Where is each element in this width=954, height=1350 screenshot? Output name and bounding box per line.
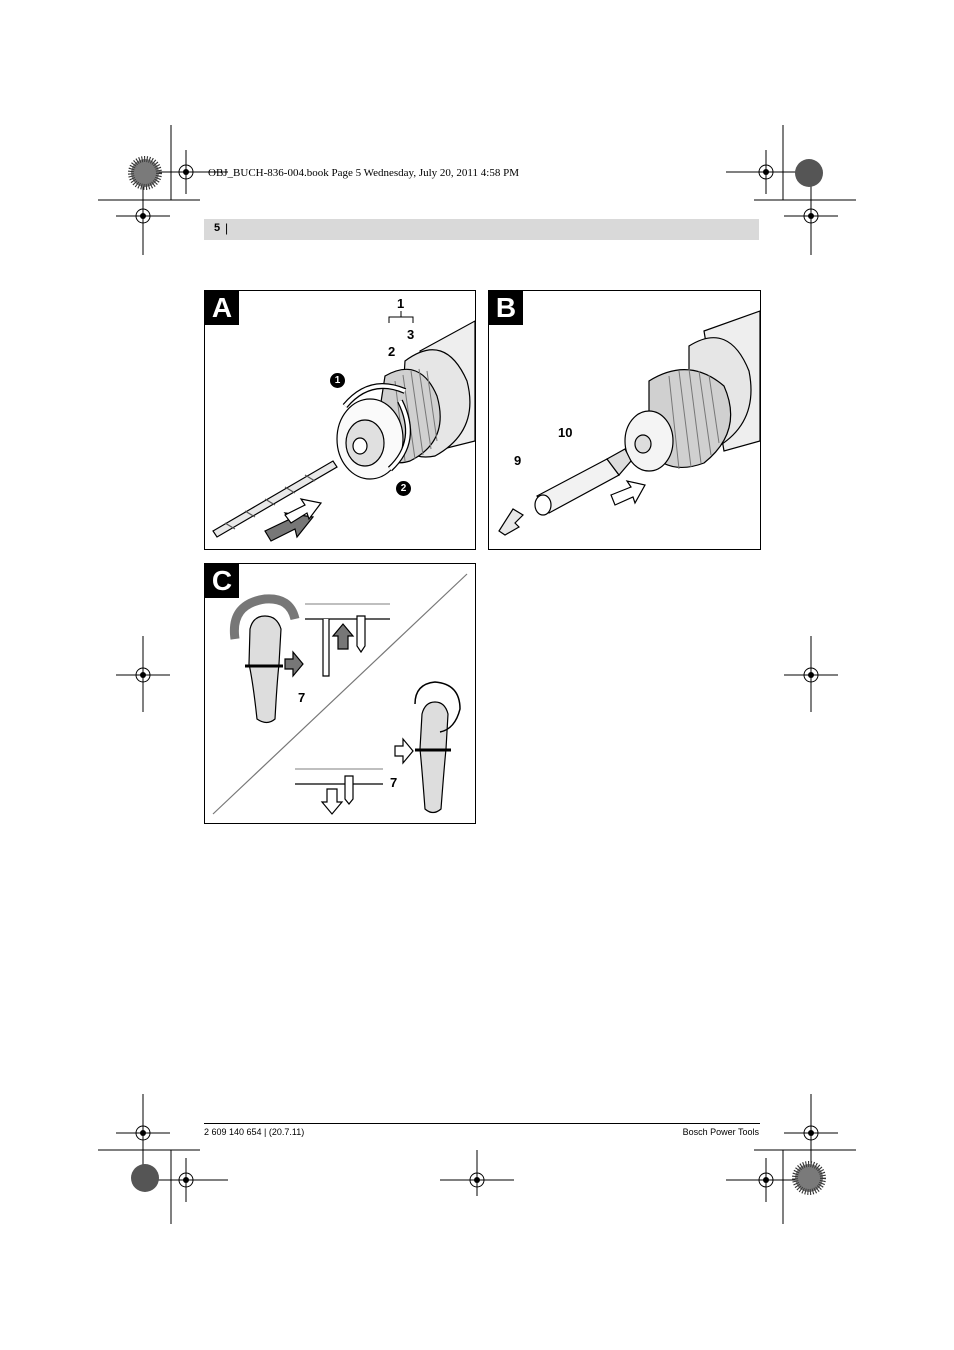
figure-a-label: A — [205, 291, 239, 325]
print-slug: OBJ_BUCH-836-004.book Page 5 Wednesday, … — [208, 167, 519, 179]
figure-b-panel: B 9 10 — [488, 290, 761, 550]
step-badge-2: 2 — [396, 481, 411, 496]
callout-1: 1 — [397, 296, 405, 311]
header-bar: 5 | — [204, 219, 759, 240]
footer-document-code: 2 609 140 654 | (20.7.11) — [204, 1127, 305, 1137]
figure-b-label: B — [489, 291, 523, 325]
figure-a-illustration — [212, 311, 475, 542]
callout-7-top: 7 — [298, 690, 306, 705]
callout-9: 9 — [514, 453, 522, 468]
footer-rule — [204, 1123, 760, 1124]
callout-7-bottom: 7 — [390, 775, 398, 790]
page-number: 5 — [214, 222, 221, 234]
figure-c-label: C — [205, 564, 239, 598]
figure-a-panel: A 1 2 3 1 2 — [204, 290, 476, 550]
page-number-separator: | — [225, 221, 229, 235]
callout-3: 3 — [407, 327, 415, 342]
callout-10: 10 — [558, 425, 573, 440]
figure-c-panel: C 7 7 — [204, 563, 476, 824]
figure-c-illustration — [212, 573, 468, 815]
footer-brand: Bosch Power Tools — [682, 1127, 759, 1137]
callout-2: 2 — [388, 344, 396, 359]
figure-b-illustration — [498, 310, 760, 536]
step-badge-1: 1 — [330, 373, 345, 388]
